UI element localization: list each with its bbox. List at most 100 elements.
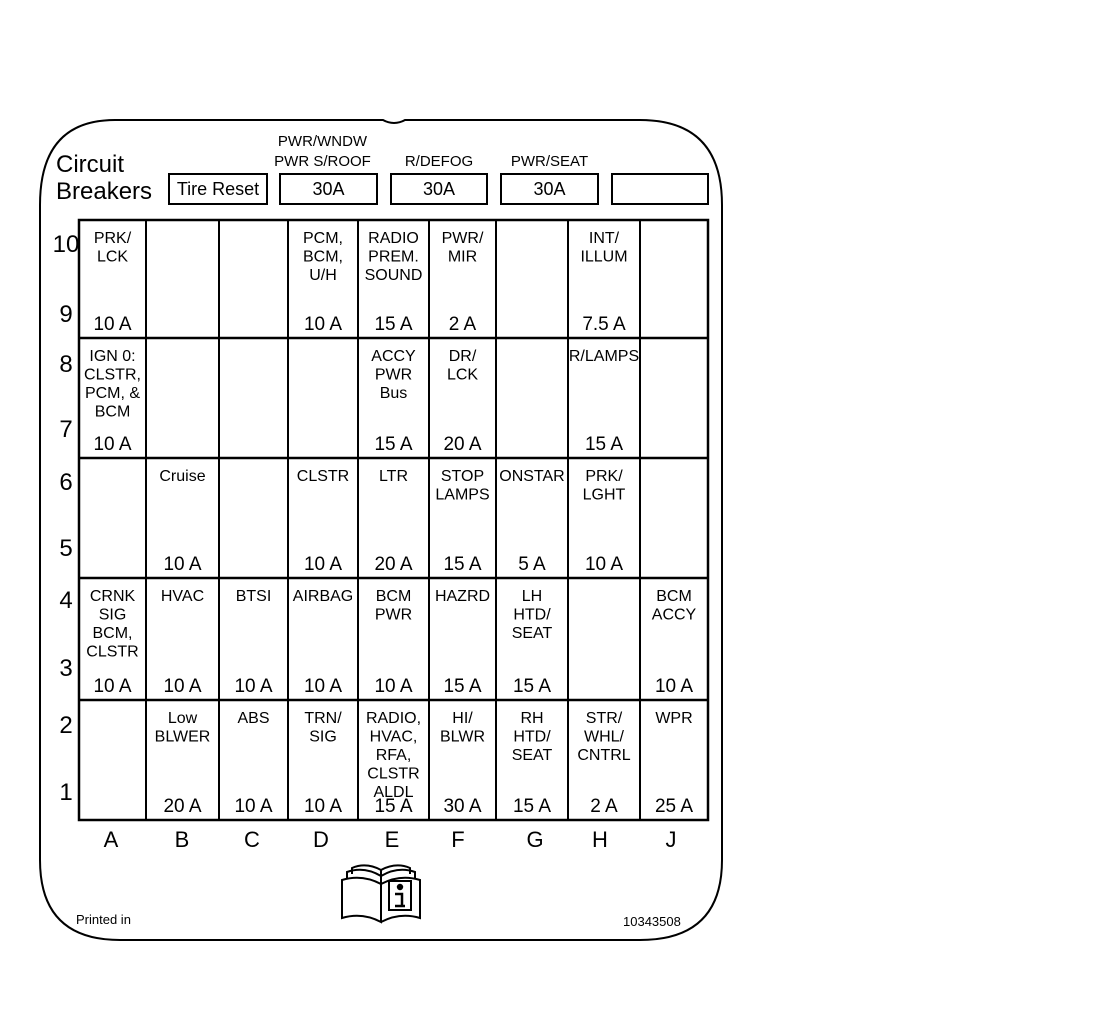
fuse-label: BTSI [236,588,272,605]
fuse-amperage: 10 A [374,676,412,697]
fuse-label: MIR [448,249,477,266]
fuse-label: BCM [656,588,692,605]
row-number-6: 6 [59,469,72,496]
fuse-H-2: R/LAMPS 15 A [569,348,639,455]
fuse-D-1: PCM,BCM,U/H10 A [303,230,343,335]
circuit-breaker-1: Tire Reset [168,173,268,205]
fuse-label: CRNK [90,588,136,605]
fuse-amperage: 10 A [234,676,272,697]
manual-info-icon [341,864,421,924]
row-number-1: 1 [59,779,72,806]
fuse-label: BCM, [93,625,133,642]
fuse-label: IGN 0: [89,348,135,365]
fuse-amperage: 15 A [443,676,481,697]
fuse-F-4: HAZRD 15 A [435,588,490,697]
fuse-label: RH [520,710,543,727]
fuse-label: ALDL [373,784,413,801]
fuse-label: HI/ [452,710,473,727]
circuit-breakers-title-line2: Breakers [56,178,152,205]
fuse-amperage: 10 A [163,676,201,697]
fuse-label: BCM, [303,249,343,266]
fuse-F-5: HI/BLWR 30 A [440,710,485,817]
fuse-amperage: 10 A [93,434,131,455]
fuse-amperage: 15 A [443,554,481,575]
fuse-grid-border [77,218,710,822]
fuse-amperage: 15 A [374,434,412,455]
fuse-label: PREM. [368,249,419,266]
fuse-label: RFA, [376,747,412,764]
circuit-breaker-box [279,173,378,205]
fuse-label: Bus [380,385,408,402]
fuse-label: SEAT [512,747,553,764]
fuse-label: BCM [95,404,131,421]
circuit-breaker-5 [611,173,709,205]
circuit-breaker-value: 30A [533,179,565,199]
fuse-amperage: 10 A [655,676,693,697]
fuse-label: CLSTR [86,644,138,661]
fuse-label: INT/ [589,230,620,247]
fuse-label: LCK [97,249,128,266]
fuse-label: AIRBAG [293,588,353,605]
fuse-label: PWR [375,367,412,384]
fuse-amperage: 10 A [234,796,272,817]
fuse-amperage: 10 A [93,676,131,697]
fuse-label: BLWR [440,729,485,746]
fuse-amperage: 10 A [304,796,342,817]
fuse-amperage: 15 A [374,796,412,817]
column-letter-D: D [313,827,329,852]
circuit-breakers-title-line1: Circuit [56,151,124,178]
fuse-E-1: RADIO PREM.SOUND 15 A [365,230,423,335]
circuit-breaker-header: PWR/WNDW [278,133,368,150]
circuit-breaker-box [168,173,268,205]
fuse-label: PWR/ [442,230,484,247]
fuse-label: ONSTAR [499,468,564,485]
fuse-label: ACCY [652,607,697,624]
fuse-label: RADIO [368,230,419,247]
column-letter-G: G [526,827,543,852]
fuse-amperage: 25 A [655,796,693,817]
fuse-label: HTD/ [513,729,551,746]
fuse-label: LCK [447,367,478,384]
fuse-label: ILLUM [580,249,627,266]
fuse-amperage: 15 A [374,314,412,335]
fuse-label: CLSTR [367,766,419,783]
fuse-label: PRK/ [94,230,132,247]
fuse-label: HTD/ [513,607,551,624]
fuse-amperage: 15 A [585,434,623,455]
fuse-amperage: 20 A [163,796,201,817]
circuit-breaker-box [390,173,488,205]
fuse-amperage: 30 A [443,796,481,817]
column-letter-J: J [666,827,677,852]
row-number-3: 3 [59,655,72,682]
panel-outline [39,119,723,941]
fuse-amperage: 2 A [590,796,618,817]
fuse-label: SIG [99,607,127,624]
fuse-label: R/LAMPS [569,348,639,365]
fuse-amperage: 20 A [443,434,481,455]
row-number-7: 7 [59,416,72,443]
fuse-amperage: 10 A [93,314,131,335]
part-number: 10343508 [623,914,681,929]
circuit-breaker-value: 30A [312,179,344,199]
fuse-label: SOUND [365,267,423,284]
fuse-label: HAZRD [435,588,490,605]
fuse-label: Cruise [159,468,205,485]
fuse-label: TRN/ [304,710,342,727]
fuse-label: SEAT [512,625,553,642]
fuse-label: PRK/ [585,468,623,485]
